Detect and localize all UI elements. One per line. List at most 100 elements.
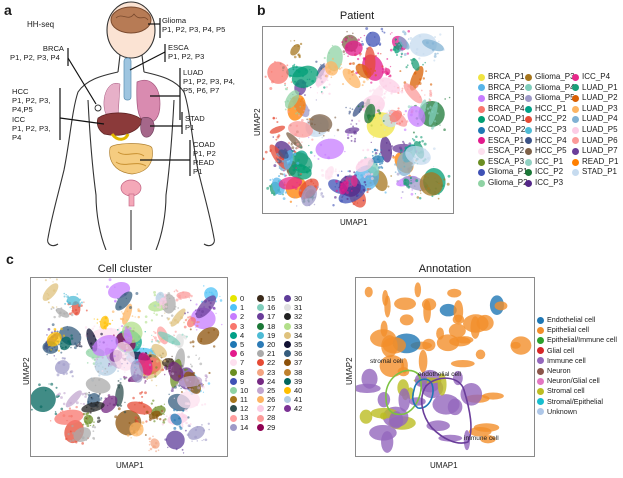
umap-cell-point [195, 303, 198, 306]
umap-cell-point [288, 74, 292, 78]
umap-cell-point [338, 170, 341, 173]
umap-cell-point [425, 41, 429, 45]
umap-cell-point [189, 425, 191, 428]
legend-label: 25 [267, 385, 276, 395]
umap-cell-point [427, 112, 431, 115]
umap-cell-point [284, 191, 288, 194]
cluster-legend-item: 10 [230, 386, 257, 395]
legend-label: 15 [267, 294, 276, 303]
umap-cell-point [358, 111, 361, 113]
umap-cell-point [346, 197, 349, 201]
umap-cell-point [104, 334, 106, 336]
umap-cell-point [406, 184, 409, 188]
umap-cell-point [294, 133, 298, 137]
legend-swatch [537, 377, 544, 385]
umap-cell-point [296, 142, 300, 146]
umap-cell-point [148, 366, 152, 370]
umap-cell-point [104, 325, 107, 328]
umap-cell-point [330, 171, 333, 174]
umap-cell-point [191, 321, 194, 324]
umap-cell-point [400, 90, 404, 94]
umap-cluster-blob [439, 303, 457, 317]
umap-cell-point [178, 296, 182, 300]
umap-cell-point [150, 340, 154, 343]
cluster-legend-item: 37 [284, 358, 311, 367]
umap-cell-point [138, 427, 142, 431]
umap-cell-point [322, 73, 326, 77]
umap-cell-point [365, 27, 369, 31]
umap-cluster-blob [379, 77, 401, 94]
umap-cell-point [175, 383, 179, 387]
umap-cell-point [363, 181, 367, 184]
umap-cell-point [155, 409, 157, 411]
umap-cell-point [301, 196, 304, 199]
umap-cell-point [399, 168, 403, 171]
umap-cell-point [163, 359, 167, 363]
umap-cell-point [397, 107, 400, 110]
umap-cell-point [108, 278, 112, 282]
legend-swatch [230, 341, 237, 349]
umap-cell-point [140, 424, 144, 427]
brain-icon [110, 6, 152, 34]
umap-cell-point [281, 75, 283, 78]
legend-label: 17 [267, 312, 276, 322]
umap-cell-point [213, 328, 216, 331]
legend-swatch [478, 126, 485, 134]
umap-cell-point [80, 402, 82, 405]
patient-legend-item: ICC_P4 [572, 72, 619, 83]
umap-cluster-blob [195, 295, 217, 319]
umap-cell-point [311, 79, 314, 83]
umap-cell-point [202, 391, 205, 393]
umap-cell-point [303, 94, 306, 97]
umap-cell-point [384, 67, 387, 70]
umap-cell-point [134, 416, 138, 420]
umap-cell-point [292, 150, 294, 153]
umap-cell-point [401, 87, 404, 90]
umap-cell-point [159, 413, 163, 416]
umap-cell-point [93, 325, 96, 328]
legend-swatch [230, 359, 237, 367]
umap-cell-point [126, 434, 130, 437]
umap-cell-point [411, 62, 413, 65]
umap-cell-point [161, 297, 164, 300]
umap-cell-point [392, 127, 394, 129]
umap-cell-point [277, 161, 279, 164]
umap-cluster-blob [409, 66, 424, 91]
legend-label: 11 [240, 395, 248, 405]
umap-cell-point [296, 140, 298, 142]
umap-cell-point [321, 195, 325, 198]
umap-cell-point [372, 114, 376, 117]
umap-cell-point [111, 397, 113, 400]
umap-cell-point [435, 104, 438, 106]
umap-cell-point [384, 90, 388, 93]
legend-swatch [525, 147, 532, 155]
umap-cell-point [87, 393, 91, 397]
umap-cell-point [69, 439, 72, 443]
umap-cluster-blob [130, 360, 144, 383]
umap-cell-point [327, 156, 331, 160]
cluster-legend-item: 20 [257, 340, 284, 349]
umap-cell-point [379, 99, 383, 102]
umap-cell-point [117, 407, 121, 411]
umap-cell-point [341, 188, 345, 192]
legend-swatch [257, 386, 264, 394]
umap-cell-point [388, 75, 390, 78]
umap-cell-point [405, 42, 409, 45]
umap-cell-point [144, 330, 146, 333]
umap-cell-point [205, 377, 208, 380]
umap-cell-point [141, 421, 145, 424]
umap-cell-point [44, 389, 47, 392]
umap-cell-point [431, 126, 434, 130]
umap-cell-point [436, 112, 439, 115]
umap-cell-point [327, 64, 330, 67]
umap-cell-point [137, 308, 140, 311]
legend-swatch [572, 116, 579, 124]
umap-cluster-blob [365, 31, 381, 48]
umap-cluster-blob [315, 138, 344, 160]
umap-cell-point [195, 403, 199, 407]
legend-label: Immune cell [547, 355, 586, 365]
umap-cell-point [313, 123, 316, 126]
umap-cell-point [92, 424, 95, 427]
umap-cell-point [279, 172, 282, 175]
legend-label: 19 [267, 330, 276, 340]
